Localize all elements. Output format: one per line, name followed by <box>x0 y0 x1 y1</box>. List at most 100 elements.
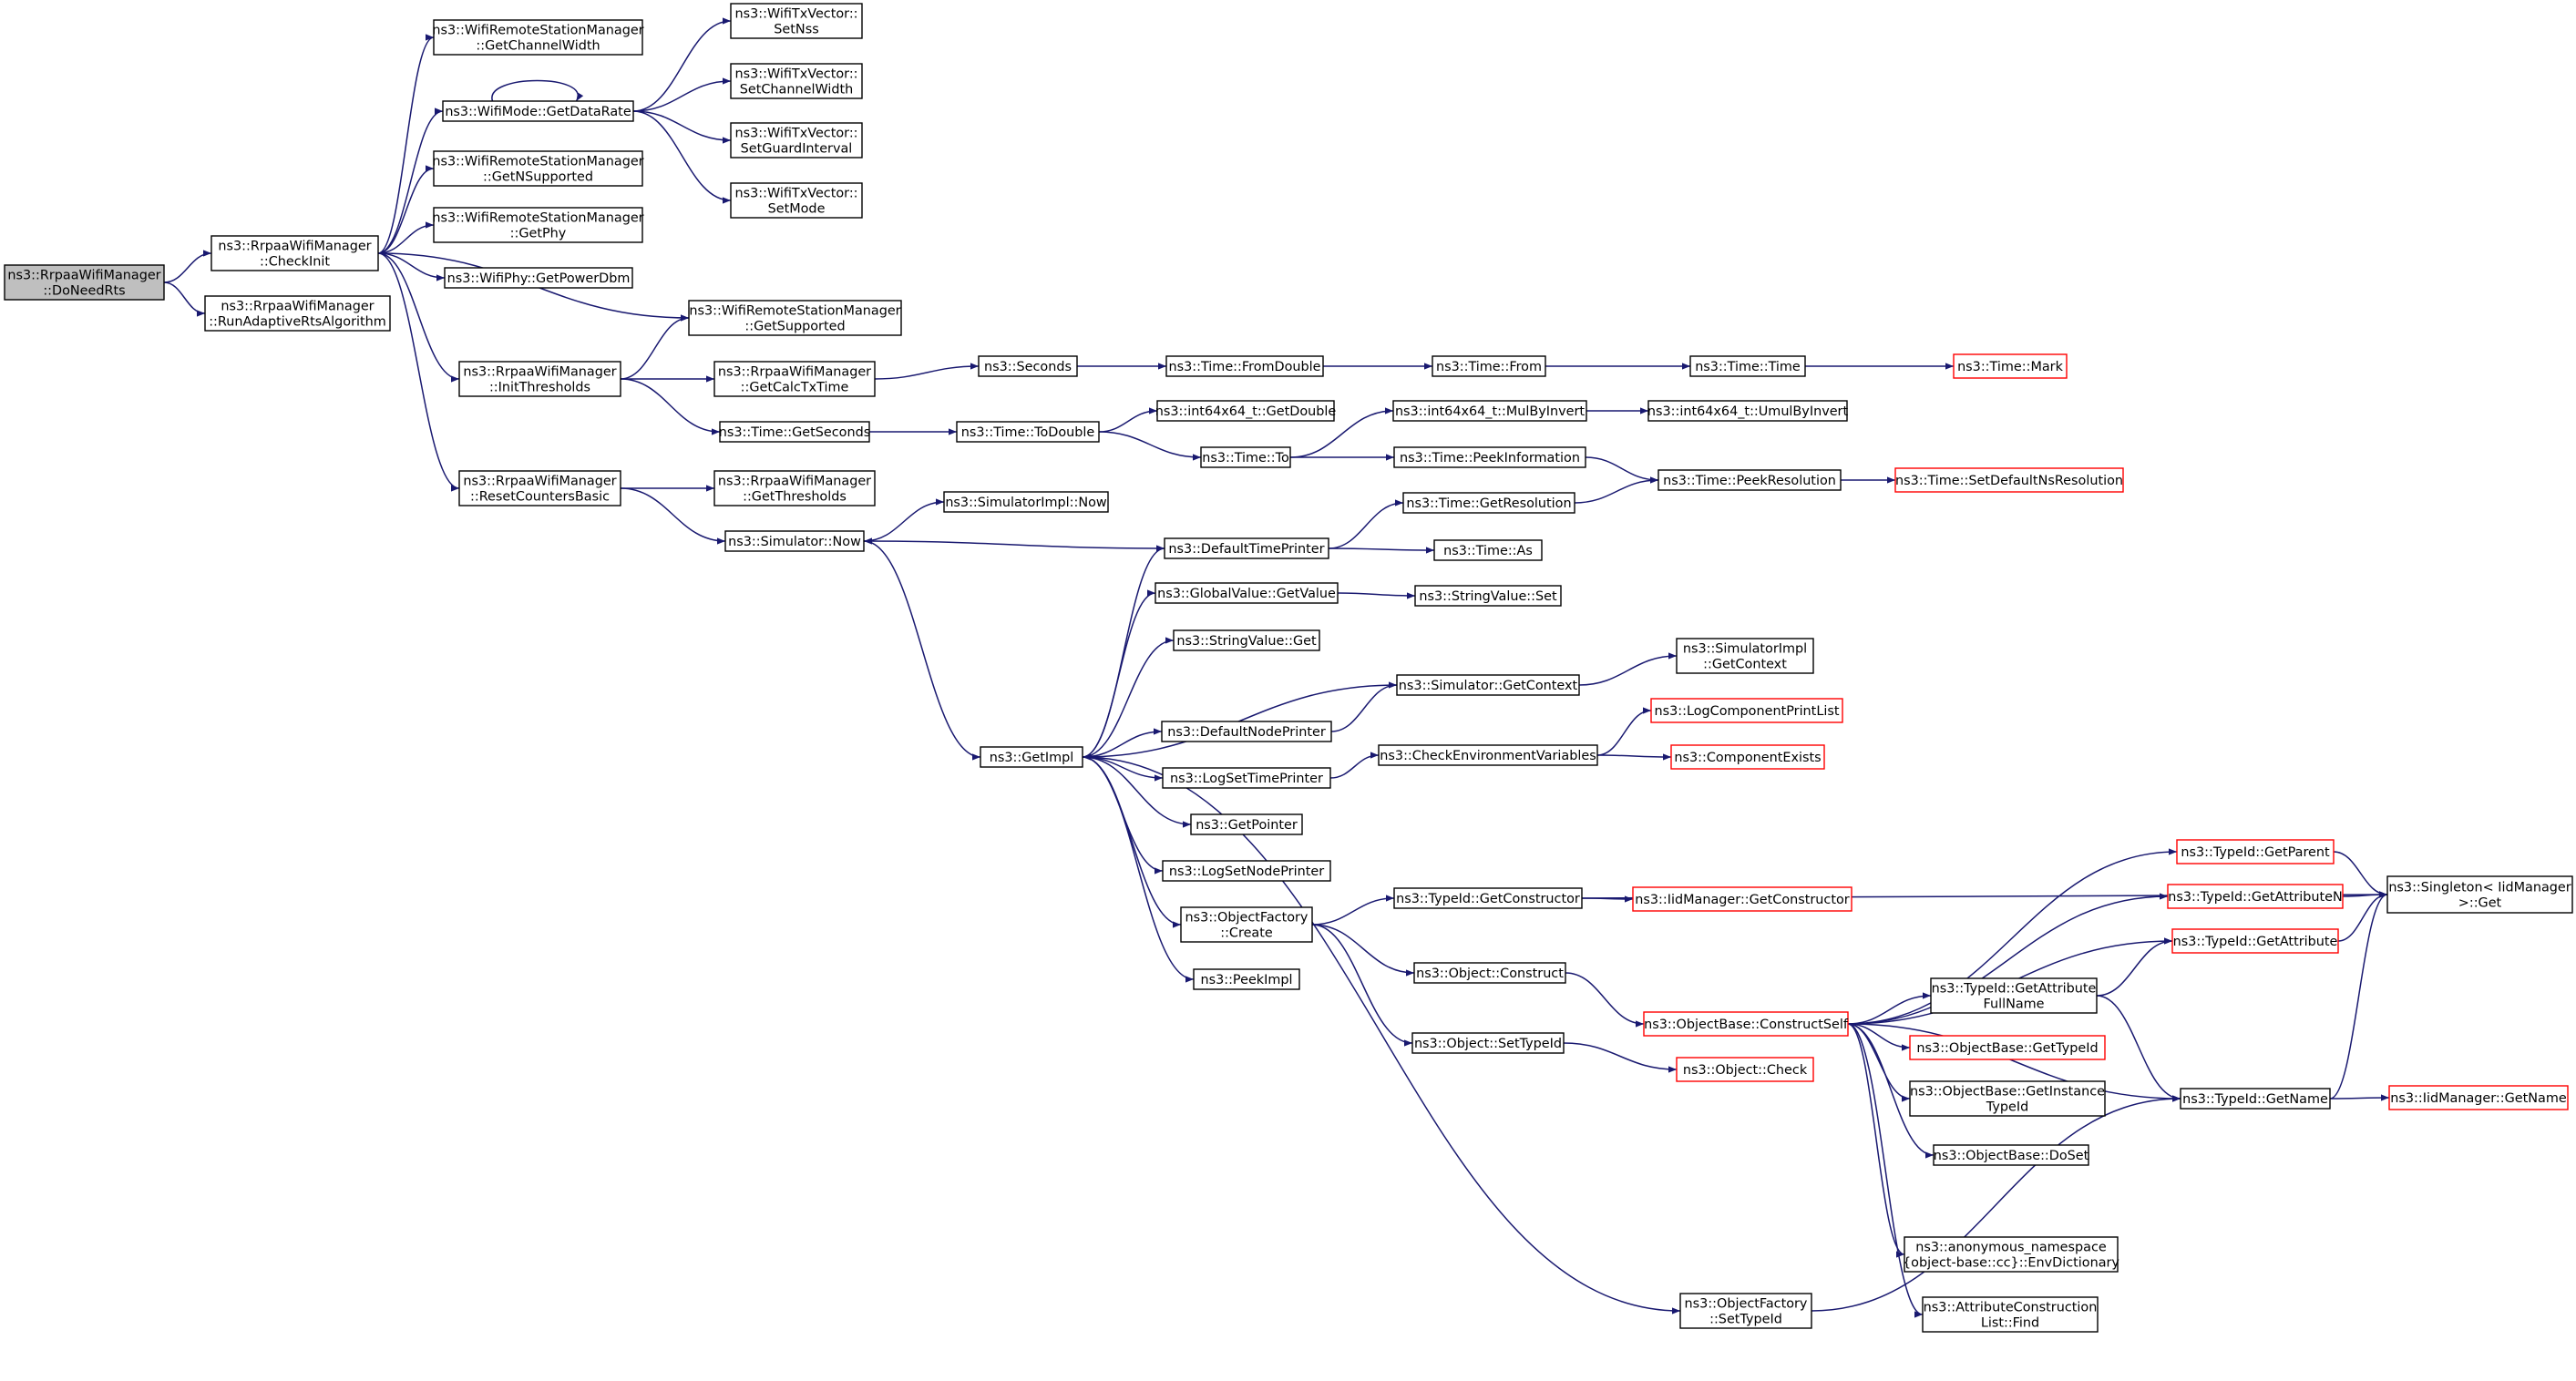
node-check-init[interactable]: ns3::RrpaaWifiManager::CheckInit <box>210 235 379 271</box>
node-do-set[interactable]: ns3::ObjectBase::DoSet <box>1933 1144 2089 1166</box>
node-string-value-get[interactable]: ns3::StringValue::Get <box>1173 629 1320 651</box>
node-get-nsupported[interactable]: ns3::WifiRemoteStationManager::GetNSuppo… <box>432 150 644 187</box>
node-construct-self[interactable]: ns3::ObjectBase::ConstructSelf <box>1643 1011 1849 1037</box>
node-box <box>713 470 876 506</box>
node-label: ns3::TypeId::GetAttribute <box>2173 935 2338 949</box>
node-get-thresholds[interactable]: ns3::RrpaaWifiManager::GetThresholds <box>713 470 876 506</box>
node-default-node-printer[interactable]: ns3::DefaultNodePrinter <box>1161 721 1332 742</box>
node-peek-resolution[interactable]: ns3::Time::PeekResolution <box>1657 469 1842 491</box>
node-object-set-type-id[interactable]: ns3::Object::SetTypeId <box>1411 1032 1565 1054</box>
node-label: ns3::Time::Time <box>1695 360 1801 374</box>
node-box <box>1953 353 2068 379</box>
node-get-constructor[interactable]: ns3::TypeId::GetConstructor <box>1393 887 1583 909</box>
node-label: ns3::RrpaaWifiManager <box>221 300 374 314</box>
node-get-resolution[interactable]: ns3::Time::GetResolution <box>1402 492 1575 514</box>
node-label: ns3::StringValue::Get <box>1176 634 1317 649</box>
node-from-double[interactable]: ns3::Time::FromDouble <box>1165 355 1324 377</box>
node-singleton-get[interactable]: ns3::Singleton< IidManager>::Get <box>2386 875 2573 914</box>
node-time-time[interactable]: ns3::Time::Time <box>1689 355 1806 377</box>
node-component-exists[interactable]: ns3::ComponentExists <box>1670 744 1825 770</box>
node-get-phy[interactable]: ns3::WifiRemoteStationManager::GetPhy <box>432 207 644 243</box>
node-env-dictionary[interactable]: ns3::anonymous_namespace{object-base::cc… <box>1903 1236 2119 1273</box>
node-type-id-get-name[interactable]: ns3::TypeId::GetName <box>2180 1088 2331 1110</box>
node-log-set-node-printer[interactable]: ns3::LogSetNodePrinter <box>1162 860 1331 882</box>
node-reset-counters-basic[interactable]: ns3::RrpaaWifiManager::ResetCountersBasi… <box>458 470 621 506</box>
node-type-id-get-parent[interactable]: ns3::TypeId::GetParent <box>2176 839 2335 864</box>
node-run-adaptive-rts-algorithm[interactable]: ns3::RrpaaWifiManager::RunAdaptiveRtsAlg… <box>204 295 391 332</box>
edge-reset-counters-basic-to-simulator-now <box>620 487 726 545</box>
node-label: ns3::RrpaaWifiManager <box>7 269 160 283</box>
node-int64-get-double[interactable]: ns3::int64x64_t::GetDouble <box>1155 400 1337 422</box>
edge-get-impl-to-global-get-value <box>1082 589 1156 758</box>
node-log-set-time-printer[interactable]: ns3::LogSetTimePrinter <box>1162 767 1331 789</box>
node-obj-factory-create[interactable]: ns3::ObjectFactory::Create <box>1180 906 1313 943</box>
node-label: ::InitThresholds <box>489 381 590 395</box>
node-get-channel-width[interactable]: ns3::WifiRemoteStationManager::GetChanne… <box>432 19 644 56</box>
node-label: ns3::WifiRemoteStationManager <box>432 155 643 169</box>
node-check-env-vars[interactable]: ns3::CheckEnvironmentVariables <box>1378 744 1598 766</box>
edge-check-env-vars-to-log-component-print-list <box>1596 707 1652 756</box>
node-get-calc-tx-time[interactable]: ns3::RrpaaWifiManager::GetCalcTxTime <box>713 361 876 397</box>
node-log-component-print-list[interactable]: ns3::LogComponentPrintList <box>1650 698 1843 723</box>
node-label: ::GetNSupported <box>483 170 593 185</box>
node-type-id-get-attribute-n[interactable]: ns3::TypeId::GetAttributeN <box>2167 884 2344 909</box>
node-set-guard-interval[interactable]: ns3::WifiTxVector::SetGuardInterval <box>730 122 863 159</box>
node-iid-get-name[interactable]: ns3::IidManager::GetName <box>2388 1085 2569 1110</box>
node-label: ns3::ComponentExists <box>1674 751 1821 765</box>
node-umul-by-invert[interactable]: ns3::int64x64_t::UmulByInvert <box>1647 400 1849 422</box>
node-default-time-printer[interactable]: ns3::DefaultTimePrinter <box>1164 537 1329 559</box>
node-sim-impl-get-context[interactable]: ns3::SimulatorImpl::GetContext <box>1676 638 1814 674</box>
node-label: ns3::GetPointer <box>1196 818 1298 833</box>
node-global-get-value[interactable]: ns3::GlobalValue::GetValue <box>1155 582 1339 604</box>
node-time-as[interactable]: ns3::Time::As <box>1433 539 1543 561</box>
node-box <box>1647 400 1848 422</box>
node-peek-information[interactable]: ns3::Time::PeekInformation <box>1393 446 1586 468</box>
node-obj-factory-set-type-id[interactable]: ns3::ObjectFactory::SetTypeId <box>1679 1293 1812 1329</box>
node-get-data-rate[interactable]: ns3::WifiMode::GetDataRate <box>442 100 634 122</box>
edge-log-set-time-printer-to-check-env-vars <box>1329 752 1380 779</box>
node-sim-get-context[interactable]: ns3::Simulator::GetContext <box>1396 674 1580 696</box>
node-set-default-ns-resolution[interactable]: ns3::Time::SetDefaultNsResolution <box>1894 467 2124 493</box>
node-set-nss[interactable]: ns3::WifiTxVector::SetNss <box>730 3 863 39</box>
node-peek-impl[interactable]: ns3::PeekImpl <box>1193 968 1300 990</box>
node-label: ns3::DefaultTimePrinter <box>1168 542 1324 557</box>
node-set-channel-width[interactable]: ns3::WifiTxVector::SetChannelWidth <box>730 63 863 99</box>
node-time-to[interactable]: ns3::Time::To <box>1200 446 1291 468</box>
node-sim-impl-now[interactable]: ns3::SimulatorImpl::Now <box>943 491 1109 513</box>
node-label: ::CheckInit <box>260 255 330 270</box>
node-do-need-rts[interactable]: ns3::RrpaaWifiManager::DoNeedRts <box>4 264 165 301</box>
node-string-value-set[interactable]: ns3::StringValue::Set <box>1414 585 1562 607</box>
node-time-mark[interactable]: ns3::Time::Mark <box>1953 353 2068 379</box>
node-object-check[interactable]: ns3::Object::Check <box>1676 1057 1814 1082</box>
node-box <box>1909 1035 2106 1060</box>
node-get-seconds[interactable]: ns3::Time::GetSeconds <box>719 421 871 443</box>
node-get-pointer[interactable]: ns3::GetPointer <box>1190 813 1303 835</box>
node-type-id-get-attribute[interactable]: ns3::TypeId::GetAttribute <box>2171 928 2339 954</box>
node-label: ns3::DefaultNodePrinter <box>1167 725 1326 740</box>
node-label: List::Find <box>1981 1316 2039 1331</box>
node-mul-by-invert[interactable]: ns3::int64x64_t::MulByInvert <box>1392 400 1587 422</box>
node-to-double[interactable]: ns3::Time::ToDouble <box>956 421 1100 443</box>
node-iid-get-constructor[interactable]: ns3::IidManager::GetConstructor <box>1632 886 1852 912</box>
node-label: ns3::int64x64_t::GetDouble <box>1155 404 1337 419</box>
node-init-thresholds[interactable]: ns3::RrpaaWifiManager::InitThresholds <box>458 361 621 397</box>
node-get-impl[interactable]: ns3::GetImpl <box>980 746 1083 768</box>
node-box <box>1922 1296 2099 1333</box>
node-obj-base-get-type-id[interactable]: ns3::ObjectBase::GetTypeId <box>1909 1035 2106 1060</box>
edge-do-need-rts-to-check-init <box>163 250 212 283</box>
node-time-from[interactable]: ns3::Time::From <box>1432 355 1546 377</box>
node-object-construct[interactable]: ns3::Object::Construct <box>1413 962 1566 984</box>
edge-obj-factory-create-to-object-set-type-id <box>1311 924 1413 1047</box>
node-get-power-dbm[interactable]: ns3::WifiPhy::GetPowerDbm <box>444 267 633 289</box>
node-simulator-now[interactable]: ns3::Simulator::Now <box>724 530 865 552</box>
node-get-supported[interactable]: ns3::WifiRemoteStationManager::GetSuppor… <box>688 300 902 336</box>
node-label: ns3::WifiTxVector:: <box>734 187 857 201</box>
edge-get-calc-tx-time-to-seconds <box>874 363 980 380</box>
node-set-mode[interactable]: ns3::WifiTxVector::SetMode <box>730 182 863 219</box>
edge-get-impl-to-peek-impl <box>1082 756 1195 983</box>
node-seconds[interactable]: ns3::Seconds <box>978 355 1078 377</box>
